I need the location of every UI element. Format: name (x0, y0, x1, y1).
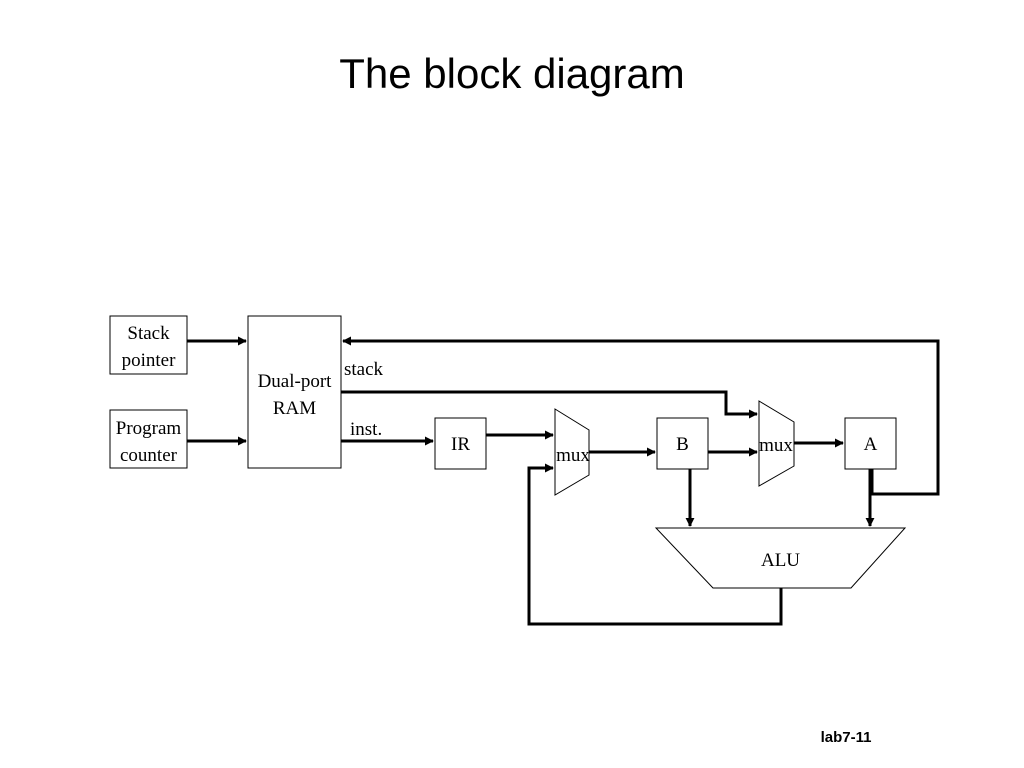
stack-signal-label: stack (344, 359, 384, 380)
alu-label: ALU (761, 550, 800, 571)
b-register-label: B (676, 434, 689, 455)
mux-right-label: mux (759, 435, 793, 456)
mux-right-block: mux (758, 400, 795, 487)
ir-label: IR (451, 434, 470, 455)
slide-title: The block diagram (339, 50, 685, 97)
program-counter-block: Program counter (109, 409, 188, 469)
wire-ram-stack-to-mux-right (341, 390, 758, 419)
a-register-block: A (844, 417, 897, 470)
ram-label-line2: RAM (273, 398, 316, 419)
program-counter-label-line1: Program (116, 418, 182, 439)
mux-left-block: mux (554, 408, 590, 496)
mux-left-label: mux (556, 445, 590, 466)
alu-block: ALU (654, 527, 907, 589)
ir-register-block: IR (434, 417, 487, 470)
wire-alu-to-mux-left (527, 463, 783, 626)
stack-pointer-label-line2: pointer (122, 350, 176, 371)
inst-signal-label: inst. (350, 419, 382, 440)
ram-label-line1: Dual-port (258, 371, 333, 392)
slide-footer-label: lab7-11 (820, 729, 872, 746)
stack-pointer-label-line1: Stack (127, 323, 170, 344)
stack-pointer-block: Stack pointer (109, 315, 188, 375)
wire-a-feedback-to-ram (342, 336, 940, 496)
program-counter-label-line2: counter (120, 445, 178, 466)
b-register-block: B (656, 417, 709, 470)
dual-port-ram-block: Dual-port RAM (247, 315, 342, 469)
a-register-label: A (864, 434, 878, 455)
